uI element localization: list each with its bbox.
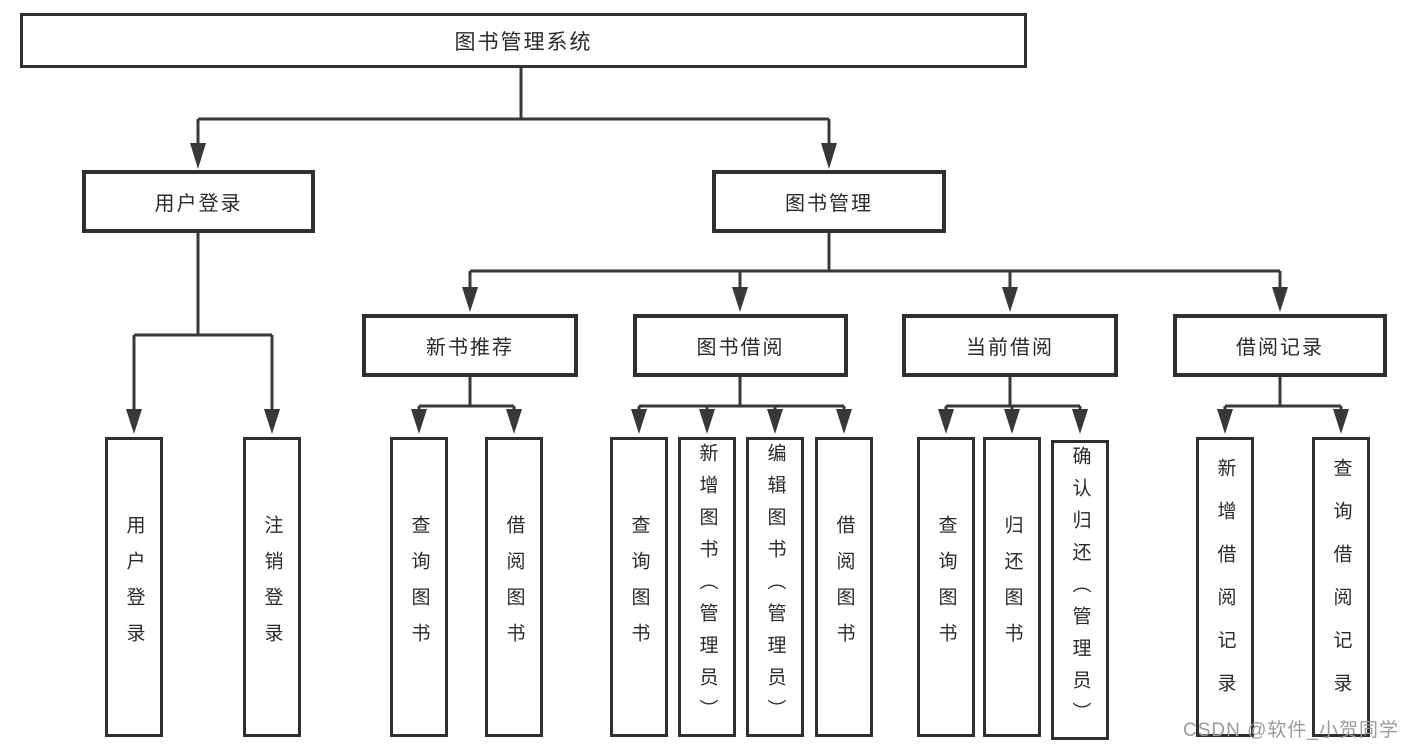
leaf-query-books-recommend: 查询图书 <box>390 437 448 737</box>
leaf-add-borrow-record: 新增借阅记录 <box>1196 437 1254 737</box>
node-user-login-module: 用户登录 <box>82 170 315 233</box>
node-label: 图书借阅 <box>696 337 785 359</box>
node-label: 新书推荐 <box>426 337 514 359</box>
leaf-query-books-borrowing: 查询图书 <box>610 437 668 737</box>
leaf-label: 注销登录 <box>261 515 283 659</box>
leaf-logout: 注销登录 <box>243 437 301 737</box>
leaf-label: 确认归还（管理员） <box>1069 446 1091 734</box>
node-current-borrowing: 当前借阅 <box>902 314 1118 377</box>
leaf-confirm-return-admin: 确认归还（管理员） <box>1051 440 1109 740</box>
leaf-borrow-books: 借阅图书 <box>815 437 873 737</box>
leaf-label: 查询图书 <box>935 515 957 659</box>
leaf-label: 新增借阅记录 <box>1214 458 1236 716</box>
leaf-label: 用户登录 <box>123 515 145 659</box>
leaf-add-books-admin: 新增图书（管理员） <box>678 437 736 737</box>
leaf-query-books-current: 查询图书 <box>917 437 975 737</box>
node-label: 当前借阅 <box>966 337 1054 359</box>
node-root-system: 图书管理系统 <box>20 13 1027 68</box>
leaf-label: 查询借阅记录 <box>1330 458 1352 716</box>
leaf-edit-books-admin: 编辑图书（管理员） <box>746 437 804 737</box>
leaf-label: 借阅图书 <box>503 515 525 659</box>
leaf-label: 新增图书（管理员） <box>696 443 718 731</box>
leaf-return-books: 归还图书 <box>983 437 1041 737</box>
csdn-watermark: CSDN @软件_小贺同学 <box>1183 720 1399 741</box>
leaf-label: 归还图书 <box>1001 515 1023 659</box>
leaf-label: 查询图书 <box>628 515 650 659</box>
node-new-book-recommend: 新书推荐 <box>362 314 578 377</box>
node-root-label: 图书管理系统 <box>454 30 593 54</box>
leaf-query-borrow-record: 查询借阅记录 <box>1312 437 1370 737</box>
node-label: 图书管理 <box>785 193 873 215</box>
node-label: 借阅记录 <box>1236 337 1324 359</box>
leaf-borrow-books-recommend: 借阅图书 <box>485 437 543 737</box>
node-borrowing-records: 借阅记录 <box>1173 314 1387 377</box>
leaf-user-login: 用户登录 <box>105 437 163 737</box>
leaf-label: 查询图书 <box>408 515 430 659</box>
node-book-management-module: 图书管理 <box>712 170 946 233</box>
leaf-label: 借阅图书 <box>833 515 855 659</box>
node-book-borrowing: 图书借阅 <box>633 314 848 377</box>
node-label: 用户登录 <box>154 193 243 215</box>
leaf-label: 编辑图书（管理员） <box>764 443 786 731</box>
